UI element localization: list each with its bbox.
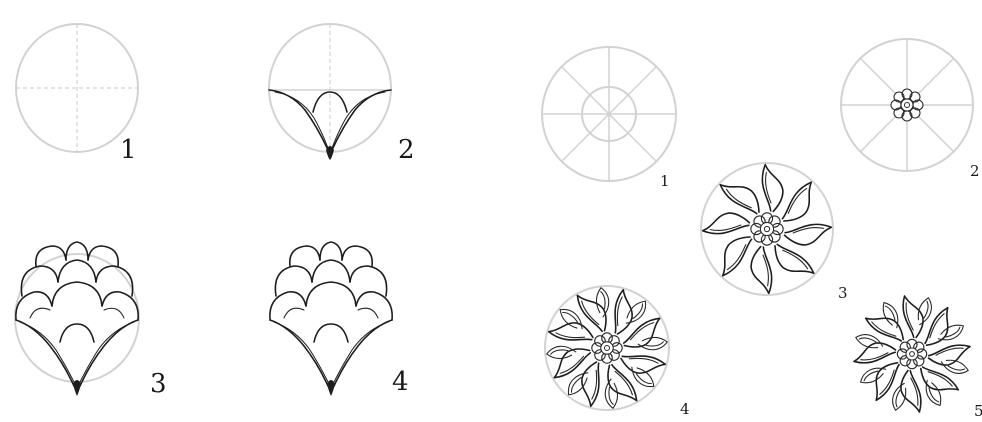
rosette-step-1: 1: [542, 47, 676, 190]
rosette-step-2-label: 2: [970, 162, 980, 180]
swirl-leaf: [703, 208, 751, 240]
leaf-step-3: 3: [15, 242, 167, 399]
leaf-step-2-label: 2: [398, 135, 415, 165]
leaf-step-1: 1: [16, 24, 138, 165]
swirl-leaf: [853, 334, 896, 366]
rosette-step-4: [545, 286, 669, 410]
swirl-leaf: [783, 218, 831, 250]
rosette-step-3-label: 3: [838, 284, 848, 302]
rosette-step-2: 2: [841, 39, 980, 180]
swirl-leaf: [900, 295, 932, 338]
swirl-leaf: [927, 342, 970, 374]
swirl-leaf: [746, 245, 778, 293]
leaf-step-4: 4: [270, 242, 409, 397]
rosette-step-5-label: 5: [974, 402, 982, 420]
swirl-leaf: [756, 165, 788, 213]
leaf-step-2: 2: [269, 24, 415, 165]
swirl-leaf: [770, 236, 814, 286]
swirl-leaf: [892, 369, 924, 412]
flower-center-icon: [751, 213, 783, 245]
flower-center-icon: [897, 339, 926, 368]
rosette-step-1-label: 1: [660, 172, 670, 190]
flower-center-icon: [592, 333, 622, 363]
rosette-step-3: [701, 163, 833, 295]
leaf-step-1-label: 1: [120, 135, 137, 165]
leaf-step-3-label: 3: [150, 369, 167, 399]
rosette-step-4-label: 4: [680, 400, 690, 418]
swirl-leaf: [774, 182, 824, 226]
swirl-leaf: [710, 232, 760, 276]
leaf-step-4-label: 4: [392, 367, 409, 397]
swirl-leaf: [720, 172, 764, 222]
rosette-step-5: [853, 295, 970, 412]
